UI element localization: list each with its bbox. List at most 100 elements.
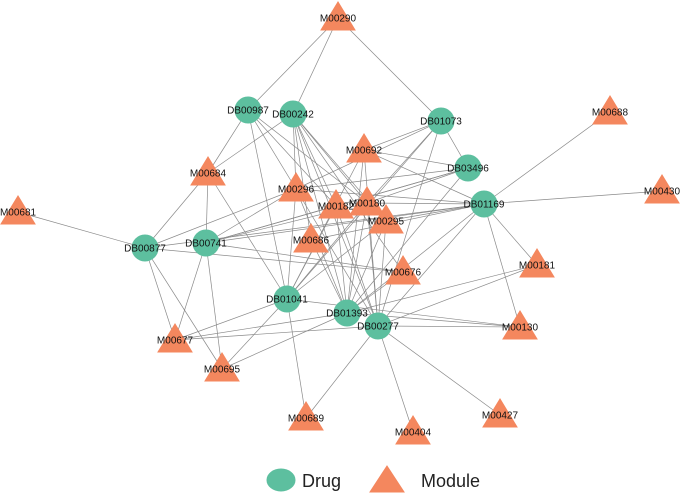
drug-node-db01393[interactable]: DB01393 — [326, 299, 368, 327]
module-triangle-icon — [395, 415, 431, 445]
module-node-m00676[interactable]: M00676 — [385, 255, 422, 285]
drug-circle-icon — [131, 234, 159, 262]
edge-db00741-m00676 — [205, 242, 404, 273]
edge-db01169-m00295 — [385, 203, 485, 222]
drug-circle-icon — [234, 96, 262, 124]
edge-m00296-db01041 — [286, 188, 297, 300]
edge-db00741-m00677 — [174, 242, 207, 341]
module-node-m00692[interactable]: M00692 — [346, 133, 383, 163]
node-label-m00130: M00130 — [502, 323, 539, 334]
edge-m00182-db01393 — [335, 205, 348, 314]
module-node-m00688[interactable]: M00688 — [592, 95, 629, 125]
module-triangle-icon — [368, 204, 404, 234]
edge-db01041-m00677 — [174, 298, 288, 341]
module-node-m00681[interactable]: M00681 — [0, 195, 37, 225]
module-node-m00295[interactable]: M00295 — [368, 204, 405, 234]
edge-db00741-m00695 — [205, 242, 223, 370]
drug-node-db03496[interactable]: DB03496 — [447, 154, 489, 182]
node-label-m00180: M00180 — [349, 199, 386, 210]
drug-node-db00242[interactable]: DB00242 — [272, 100, 314, 128]
edge-db00987-db01041 — [247, 109, 288, 300]
module-node-m00130[interactable]: M00130 — [502, 310, 539, 340]
edge-db00242-m00182 — [292, 113, 337, 207]
edge-db01169-db00277 — [377, 203, 485, 327]
node-label-db00987: DB00987 — [227, 106, 269, 117]
drug-node-db01169[interactable]: DB01169 — [464, 190, 505, 218]
edge-db01169-m00296 — [295, 188, 485, 205]
edge-m00290-db01073 — [337, 17, 442, 122]
module-node-m00404[interactable]: M00404 — [395, 415, 432, 445]
edge-m00295-db01041 — [286, 220, 387, 300]
edge-db00242-db01393 — [292, 113, 348, 314]
node-label-m00181: M00181 — [519, 261, 556, 272]
drug-node-db00741[interactable]: DB00741 — [185, 229, 227, 257]
drug-circle-icon — [279, 100, 307, 128]
module-node-m00296[interactable]: M00296 — [278, 172, 315, 202]
edge-db00242-db00277 — [292, 113, 379, 327]
node-label-m00182: M00182 — [318, 202, 355, 213]
drug-circle-icon — [427, 107, 455, 135]
module-node-m00180[interactable]: M00180 — [349, 186, 386, 216]
edge-db01169-m00686 — [310, 203, 485, 241]
edge-db00242-m00180 — [292, 113, 368, 204]
module-triangle-icon — [385, 255, 421, 285]
legend-drug-icon — [266, 468, 296, 492]
edge-m00295-db01393 — [346, 220, 387, 314]
edge-m00430-db01169 — [483, 190, 663, 205]
edge-db01073-m00180 — [366, 120, 442, 204]
edge-db01041-m00689 — [286, 298, 307, 419]
module-triangle-icon — [0, 195, 36, 225]
module-triangle-icon — [346, 133, 382, 163]
edge-db00277-m00689 — [305, 325, 379, 419]
node-label-m00695: M00695 — [204, 365, 241, 376]
legend-drug-label: Drug — [302, 471, 341, 491]
module-node-m00695[interactable]: M00695 — [204, 352, 241, 382]
drug-node-db01073[interactable]: DB01073 — [420, 107, 462, 135]
drug-node-db00987[interactable]: DB00987 — [227, 96, 269, 124]
node-label-db01393: DB01393 — [326, 309, 368, 320]
module-node-m00181[interactable]: M00181 — [519, 248, 556, 278]
edge-m00295-db00277 — [377, 220, 387, 327]
edge-db03496-m00180 — [366, 167, 469, 204]
module-node-m00686[interactable]: M00686 — [293, 223, 330, 253]
node-label-db00877: DB00877 — [124, 244, 166, 255]
module-triangle-icon — [278, 172, 314, 202]
edge-m00290-db00242 — [292, 17, 339, 115]
node-label-m00686: M00686 — [293, 236, 330, 247]
edge-db00987-m00182 — [247, 109, 337, 207]
legend: Drug Module — [266, 465, 480, 493]
node-label-db00277: DB00277 — [357, 322, 399, 333]
drug-node-db00277[interactable]: DB00277 — [357, 312, 399, 340]
edge-db00877-m00676 — [144, 247, 404, 273]
node-label-db00741: DB00741 — [185, 239, 227, 250]
module-triangle-icon — [482, 398, 518, 428]
module-triangle-icon — [318, 189, 354, 219]
module-node-m00684[interactable]: M00684 — [190, 156, 227, 186]
node-label-m00290: M00290 — [320, 14, 357, 25]
module-node-m00689[interactable]: M00689 — [288, 401, 325, 431]
node-label-db01169: DB01169 — [464, 200, 505, 211]
drug-circle-icon — [333, 299, 361, 327]
node-label-db00242: DB00242 — [272, 110, 314, 121]
edge-db00987-m00296 — [247, 109, 297, 190]
module-node-m00290[interactable]: M00290 — [320, 1, 357, 31]
edge-db00987-m00180 — [247, 109, 368, 204]
edge-m00296-db00277 — [295, 188, 379, 327]
module-node-m00430[interactable]: M00430 — [644, 174, 681, 204]
legend-module-label: Module — [421, 471, 480, 491]
node-label-m00296: M00296 — [278, 185, 315, 196]
edge-db00277-m00181 — [377, 264, 538, 327]
module-node-m00677[interactable]: M00677 — [157, 323, 194, 353]
drug-circle-icon — [364, 312, 392, 340]
drug-node-db00877[interactable]: DB00877 — [124, 234, 166, 262]
edge-db01393-m00695 — [221, 312, 348, 370]
node-label-m00692: M00692 — [346, 146, 383, 157]
module-triangle-icon — [644, 174, 680, 204]
module-node-m00182[interactable]: M00182 — [318, 189, 355, 219]
edge-m00688-db01169 — [483, 111, 611, 205]
module-node-m00427[interactable]: M00427 — [482, 398, 519, 428]
drug-node-db01041[interactable]: DB01041 — [266, 285, 308, 313]
edge-db01393-m00677 — [174, 312, 348, 341]
